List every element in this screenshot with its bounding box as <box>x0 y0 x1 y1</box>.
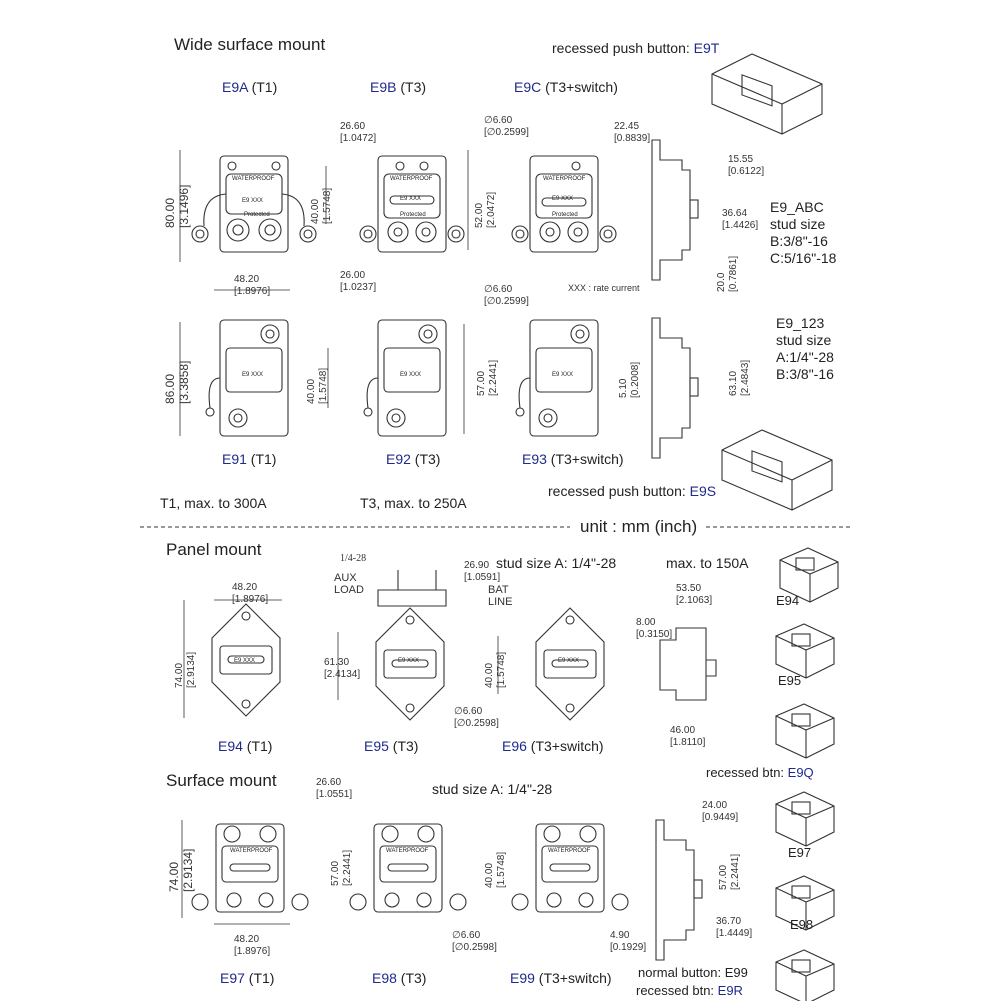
dim-c-dia: ∅6.60[∅0.2599] <box>484 115 529 138</box>
body-waterproof-s3: WATERPROOF <box>548 848 591 854</box>
note-t1-max: T1, max. to 300A <box>160 495 267 511</box>
model-e98: E98 (T3) <box>372 970 427 986</box>
model-e9b: E9B (T3) <box>370 79 427 95</box>
model-e95: E95 (T3) <box>364 738 419 754</box>
dim-b-52: 52.00[2.0472] <box>474 191 497 228</box>
note-e9q: recessed btn: E9Q <box>706 765 814 780</box>
body-waterproof-a: WATERPROOF <box>232 176 275 182</box>
dim-s2-width: 48.20[1.8976] <box>234 934 271 957</box>
dim-a-width: 48.20[1.8976] <box>234 274 271 297</box>
note-xxx: XXX : rate current <box>568 283 640 293</box>
body-protected-a: Protected <box>244 212 270 218</box>
dim-b-top: 26.60[1.0472] <box>340 121 377 144</box>
dim-s2-4: 4.90[0.1929] <box>610 930 647 953</box>
body-exxx-p1: E9 XXX <box>234 658 256 664</box>
body-protected-c: Protected <box>552 212 578 218</box>
dim-s2-40: 40.00[1.5748] <box>484 851 507 888</box>
dim-s2-26: 26.60[1.0551] <box>316 777 353 800</box>
section-title-wide: Wide surface mount <box>174 35 326 54</box>
note-stud-panel: stud size A: 1/4"-28 <box>496 555 617 571</box>
body-waterproof-s1: WATERPROOF <box>230 848 273 854</box>
note-normal: normal button: E99 <box>638 965 748 980</box>
dim-s2-74: 74.00[2.9134] <box>167 848 195 892</box>
dim-s-15: 15.55[0.6122] <box>728 154 765 177</box>
note-stud-surface: stud size A: 1/4"-28 <box>432 781 553 797</box>
dim-s2-36: 36.70[1.4449] <box>716 916 753 939</box>
dim-p-61: 61.30[2.4134] <box>324 657 361 680</box>
body-waterproof-c: WATERPROOF <box>543 176 586 182</box>
recessed-e9s: recessed push button: E9S <box>548 483 717 499</box>
thumb-e95: E95 <box>778 673 802 688</box>
body-exxx-2: E9 XXX <box>400 372 422 378</box>
dim-a-height: 80.00[3.1496] <box>163 184 191 228</box>
model-e96: E96 (T3+switch) <box>502 738 604 754</box>
dim-r-63: 63.10[2.4843] <box>728 359 751 396</box>
body-waterproof-b: WATERPROOF <box>390 176 433 182</box>
dim-s-36: 36.64[1.4426] <box>722 208 759 231</box>
unit-label: unit : mm (inch) <box>578 517 700 536</box>
body-exxx-c: E9 XXX <box>552 196 574 202</box>
model-e97: E97 (T1) <box>220 970 275 986</box>
body-exxx-p2: E9 XXX <box>398 658 420 664</box>
thumb-e97: E97 <box>788 845 812 860</box>
model-e93: E93 (T3+switch) <box>522 451 624 467</box>
recessed-e9t: recessed push button: E9T <box>552 40 720 56</box>
dim-p-dia: ∅6.60[∅0.2598] <box>454 706 499 729</box>
section-title-panel: Panel mount <box>166 540 262 559</box>
body-waterproof-s2: WATERPROOF <box>386 848 429 854</box>
body-exxx-b: E9 XXX <box>400 196 422 202</box>
note-t3-max: T3, max. to 250A <box>360 495 467 511</box>
section-title-surface: Surface mount <box>166 771 277 790</box>
dim-s2-57: 57.00[2.2441] <box>330 849 353 886</box>
dim-p-26: 26.90[1.0591] <box>464 560 501 583</box>
model-e99: E99 (T3+switch) <box>510 970 612 986</box>
dim-p-46: 46.00[1.8110] <box>670 725 706 748</box>
dim-s-22: 22.45[0.8839] <box>614 121 651 144</box>
dim-r-86: 86.00[3.3858] <box>163 360 191 404</box>
note-e9r: recessed btn: E9R <box>636 983 743 998</box>
body-exxx-1: E9 XXX <box>242 372 264 378</box>
dim-p-53: 53.50[2.1063] <box>676 583 713 606</box>
dim-p-height: 74.00[2.9134] <box>174 651 197 688</box>
note-max150: max. to 150A <box>666 555 749 571</box>
model-e94: E94 (T1) <box>218 738 273 754</box>
body-exxx-3: E9 XXX <box>552 372 574 378</box>
model-e9a: E9A (T1) <box>222 79 278 95</box>
thumb-e98: E98 <box>790 917 814 932</box>
dim-b-bot: 26.00[1.0237] <box>340 270 377 293</box>
model-e92: E92 (T3) <box>386 451 441 467</box>
dim-p-8: 8.00[0.3150] <box>636 617 673 640</box>
body-exxx-a: E9 XXX <box>242 198 264 204</box>
dim-s-20: 20.0[0.7861] <box>716 255 739 292</box>
dim-s2-24: 24.00[0.9449] <box>702 800 739 823</box>
model-e9c: E9C (T3+switch) <box>514 79 618 95</box>
dim-r-5: 5.10[0.2008] <box>618 361 641 398</box>
dim-c2-dia: ∅6.60[∅0.2599] <box>484 284 529 307</box>
dim-s2-dia: ∅6.60[∅0.2598] <box>452 930 497 953</box>
dim-p-width: 48.20[1.8976] <box>232 582 269 605</box>
model-e91: E91 (T1) <box>222 451 277 467</box>
dim-r-40: 40.00[1.5748] <box>306 367 329 404</box>
dim-a-40: 40.00[1.5748] <box>310 187 333 224</box>
body-exxx-p3: E9 XXX <box>558 658 580 664</box>
dim-r-57: 57.00[2.2441] <box>476 359 499 396</box>
note-stud-label: 1/4-28 <box>340 553 367 564</box>
thumb-e94: E94 <box>776 593 800 608</box>
body-protected-b: Protected <box>400 212 426 218</box>
dim-s2-57b: 57.00[2.2441] <box>718 853 741 890</box>
dim-p-40: 40.00[1.5748] <box>484 651 507 688</box>
